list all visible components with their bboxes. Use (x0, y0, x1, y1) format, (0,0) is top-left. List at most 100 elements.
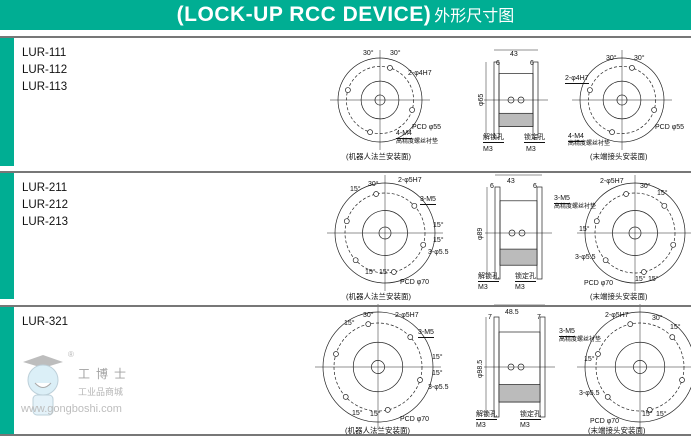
angle-label: 15° (370, 411, 381, 418)
diameter-dim: φ65 (478, 93, 485, 106)
rear-view-2-hole (593, 218, 600, 225)
rear-view-2-hole (602, 257, 609, 264)
rear-view-2-hole (623, 191, 629, 197)
section-lur-321: LUR-321 (0, 305, 691, 436)
pcd-label: PCD φ55 (655, 124, 685, 131)
hole-label: 2-φ5H7 (605, 312, 629, 319)
side-view-3-hole (507, 363, 515, 371)
front-view-2-hole (420, 241, 427, 248)
side-view-2-hole (508, 229, 516, 237)
rear-view-3-hole (646, 407, 653, 413)
pcd-label: PCD φ55 (412, 124, 442, 131)
angle-label: 30° (390, 50, 401, 57)
model-name: LUR-111 (22, 47, 67, 59)
lock-hole-size: M3 (515, 284, 525, 291)
angle-label: 15° (657, 190, 668, 197)
model-name: LUR-113 (22, 81, 68, 93)
view-caption: (末端接头安装面) (590, 152, 648, 161)
unlock-hole-size: M3 (476, 422, 486, 429)
side-view-1-hole (507, 96, 515, 104)
rear-view-3-hole (669, 334, 676, 340)
angle-label: 15° (365, 269, 376, 276)
hole-label: 2-φ5H7 (395, 312, 419, 319)
front-view-1-hole (409, 107, 415, 113)
view-caption: (机器人法兰安装面) (346, 152, 411, 161)
rear-view-3-hole (604, 394, 611, 400)
front-view-3-hole (333, 351, 339, 357)
flange-dim: 6 (533, 183, 537, 190)
lock-hole-size: M3 (526, 146, 536, 153)
screw-label: 4-M4 (396, 130, 412, 139)
side-view-1-section-hatch (498, 112, 534, 127)
rear-view-3-hole (595, 351, 601, 357)
unlock-hole-label: 解锁孔 (476, 411, 497, 420)
lock-hole-label: 锁定孔 (524, 134, 545, 143)
angle-label: 30° (634, 55, 645, 62)
pcd-label: PCD φ70 (584, 280, 614, 287)
pad-label: 高精度螺丝衬垫 (559, 337, 602, 343)
length-dim: 48.5 (505, 309, 519, 316)
angle-label: 30° (363, 50, 374, 57)
flange-dim: 6 (490, 183, 494, 190)
angle-label: 15° (579, 226, 590, 233)
rear-view-3-hole (627, 321, 634, 327)
side-view-2-hole (518, 229, 526, 237)
screw-label: 3-M5 (559, 328, 575, 337)
rear-view-2-hole (670, 241, 677, 248)
model-name: LUR-112 (22, 64, 68, 76)
section-lur-111: LUR-111 LUR-112 LUR-113 (0, 36, 691, 166)
diameter-dim: φ98.5 (477, 359, 484, 378)
unlock-hole-label: 解锁孔 (483, 134, 504, 143)
angle-label: 15° (379, 269, 390, 276)
thru-hole-label: 3-φ5.5 (575, 254, 596, 261)
thru-hole-label: 3-φ5.5 (579, 390, 600, 397)
front-view-3-hole (342, 394, 349, 400)
thru-hole-label: 3-φ5.5 (428, 384, 449, 391)
pcd-label: PCD φ70 (400, 416, 430, 423)
angle-label: 15° (635, 276, 646, 283)
length-dim: 43 (507, 178, 515, 185)
section-accent-strip (0, 307, 14, 434)
angle-label: 15° (670, 324, 681, 331)
thru-hole-label: 3-φ5.5 (428, 249, 449, 256)
rear-view-2-hole (641, 269, 647, 275)
section-lur-211: LUR-211 LUR-212 LUR-213 (0, 171, 691, 299)
angle-label: 15° (656, 411, 667, 418)
pcd-label: PCD φ70 (400, 279, 430, 286)
rear-view-1-hole (629, 65, 635, 71)
rear-view-3-hole (679, 377, 685, 383)
angle-label: 30° (368, 181, 379, 188)
rear-view-1-hole (587, 87, 593, 93)
view-caption: (机器人法兰安装面) (346, 292, 411, 301)
model-list: LUR-321 (22, 314, 68, 331)
side-view-2-section-hatch (499, 248, 538, 266)
angle-label: 30° (606, 55, 617, 62)
front-view-1-hole (367, 129, 373, 135)
angle-label: 30° (640, 183, 651, 190)
flange-dim: 7 (488, 314, 492, 321)
length-dim: 43 (510, 51, 518, 58)
front-view-2-hole (391, 269, 397, 275)
model-name: LUR-213 (22, 216, 69, 228)
page-title: (LOCK-UP RCC DEVICE)外形尺寸图 (0, 0, 691, 30)
unlock-hole-label: 解锁孔 (478, 273, 499, 282)
hole-label: 2-φ5H7 (600, 178, 624, 185)
lock-hole-label: 锁定孔 (515, 273, 536, 282)
pad-label: 高精度螺丝衬垫 (396, 139, 439, 145)
watermark-subtitle: 工业品商城 (78, 387, 124, 397)
side-view-1-hole (517, 96, 525, 104)
front-view-3-hole (384, 407, 391, 413)
angle-label: 15° (352, 410, 363, 417)
unlock-hole-size: M3 (478, 284, 488, 291)
front-view-1-hole (345, 87, 351, 93)
pad-label: 高精度螺丝衬垫 (568, 141, 611, 147)
angle-label: 15° (432, 354, 443, 361)
watermark: ® 工博士 工业品商城 www.gongboshi.com (18, 350, 148, 440)
angle-label: 15° (433, 237, 444, 244)
angle-label: 15° (584, 356, 595, 363)
screw-label: 3-M5 (420, 196, 436, 205)
screw-label: 3-M5 (418, 329, 434, 338)
front-view-2-hole (411, 202, 418, 209)
angle-label: 30° (363, 312, 374, 319)
